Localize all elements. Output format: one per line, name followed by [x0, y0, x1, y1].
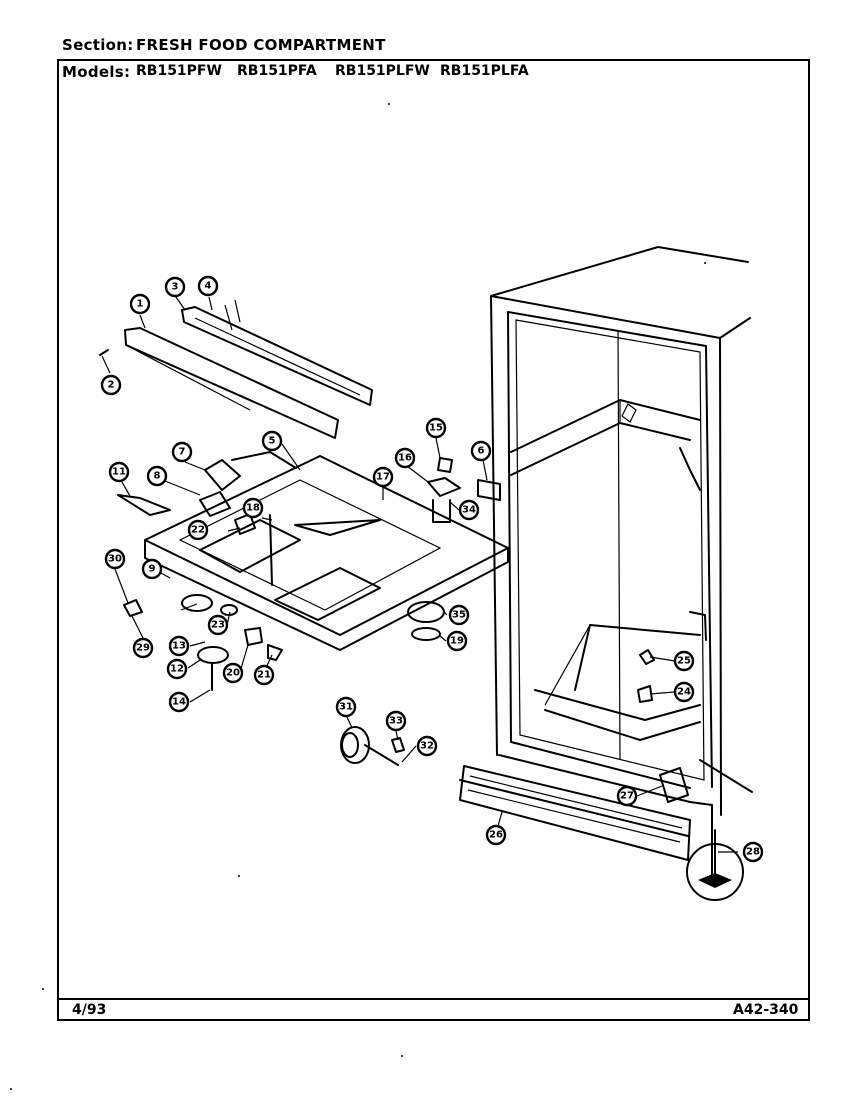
callout-7: 7 — [171, 441, 193, 463]
svg-text:23: 23 — [211, 620, 225, 631]
callout-9: 9 — [141, 558, 163, 580]
svg-text:26: 26 — [489, 830, 503, 841]
callout-17: 17 — [372, 466, 394, 488]
svg-text:7: 7 — [179, 447, 186, 458]
svg-text:34: 34 — [462, 505, 476, 516]
diagram-frame — [57, 59, 810, 1021]
svg-text:17: 17 — [376, 472, 390, 483]
svg-text:33: 33 — [389, 716, 403, 727]
callout-13: 13 — [168, 635, 190, 657]
diagram-code: A42-340 — [733, 1002, 799, 1018]
callout-21: 21 — [253, 664, 275, 686]
callout-28: 28 — [742, 841, 764, 863]
part-callouts: 1 2 3 4 5 6 7 8 9 11 12 13 14 15 16 17 1… — [100, 275, 764, 863]
callout-11: 11 — [108, 461, 130, 483]
svg-text:21: 21 — [257, 670, 271, 681]
model-number: RB151PLFA — [440, 63, 529, 79]
callout-26: 26 — [485, 824, 507, 846]
top-brace-drawing — [99, 299, 373, 439]
svg-text:16: 16 — [398, 453, 412, 464]
svg-text:11: 11 — [112, 467, 126, 478]
svg-text:31: 31 — [339, 702, 353, 713]
refrigerator-cabinet-drawing — [490, 246, 753, 881]
svg-text:14: 14 — [172, 697, 186, 708]
callout-16: 16 — [394, 447, 416, 469]
svg-text:19: 19 — [450, 636, 464, 647]
svg-text:5: 5 — [269, 436, 276, 447]
callout-25: 25 — [673, 650, 695, 672]
revision-date: 4/93 — [72, 1002, 107, 1018]
bottom-grille-drawing — [459, 765, 691, 861]
svg-text:24: 24 — [677, 687, 691, 698]
callout-6: 6 — [470, 440, 492, 462]
callout-19: 19 — [446, 630, 468, 652]
callout-24: 24 — [673, 681, 695, 703]
section-title: FRESH FOOD COMPARTMENT — [136, 36, 386, 54]
svg-text:3: 3 — [172, 282, 179, 293]
svg-text:29: 29 — [136, 643, 150, 654]
svg-text:6: 6 — [478, 446, 485, 457]
svg-text:2: 2 — [108, 380, 115, 391]
svg-text:1: 1 — [137, 299, 144, 310]
svg-text:32: 32 — [420, 741, 434, 752]
callout-29: 29 — [132, 637, 154, 659]
svg-text:30: 30 — [108, 554, 122, 565]
model-number: RB151PLFW — [335, 63, 430, 79]
callout-3: 3 — [164, 276, 186, 298]
callout-22: 22 — [187, 519, 209, 541]
svg-text:25: 25 — [677, 656, 691, 667]
callout-32: 32 — [416, 735, 438, 757]
model-number: RB151PFA — [237, 63, 317, 79]
callout-31: 31 — [335, 696, 357, 718]
svg-text:35: 35 — [452, 610, 466, 621]
svg-text:8: 8 — [154, 471, 161, 482]
callout-23: 23 — [207, 614, 229, 636]
callout-20: 20 — [222, 662, 244, 684]
models-label: Models: — [62, 63, 131, 81]
callout-2: 2 — [100, 374, 122, 396]
svg-text:27: 27 — [620, 791, 634, 802]
callout-18: 18 — [242, 497, 264, 519]
callout-15: 15 — [425, 417, 447, 439]
svg-text:15: 15 — [429, 423, 443, 434]
callout-5: 5 — [261, 430, 283, 452]
leveling-leg-drawing — [686, 829, 744, 901]
scan-specks — [10, 103, 706, 1090]
evaporator-floor-assembly-drawing — [117, 451, 509, 651]
callout-33: 33 — [385, 710, 407, 732]
svg-text:20: 20 — [226, 668, 240, 679]
callout-12: 12 — [166, 658, 188, 680]
svg-text:18: 18 — [246, 503, 260, 514]
callout-27: 27 — [616, 785, 638, 807]
callout-30: 30 — [104, 548, 126, 570]
leader-lines — [101, 296, 738, 853]
svg-text:13: 13 — [172, 641, 186, 652]
model-number: RB151PFW — [136, 63, 222, 79]
callout-1: 1 — [129, 293, 151, 315]
section-label: Section: — [62, 36, 134, 54]
svg-text:12: 12 — [170, 664, 184, 675]
svg-text:4: 4 — [205, 281, 212, 292]
callout-14: 14 — [168, 691, 190, 713]
svg-text:9: 9 — [149, 564, 156, 575]
footer-divider — [57, 998, 810, 1000]
callout-4: 4 — [197, 275, 219, 297]
svg-text:22: 22 — [191, 525, 205, 536]
callout-8: 8 — [146, 465, 168, 487]
svg-text:28: 28 — [746, 847, 760, 858]
callout-35: 35 — [448, 604, 470, 626]
callout-34: 34 — [458, 499, 480, 521]
